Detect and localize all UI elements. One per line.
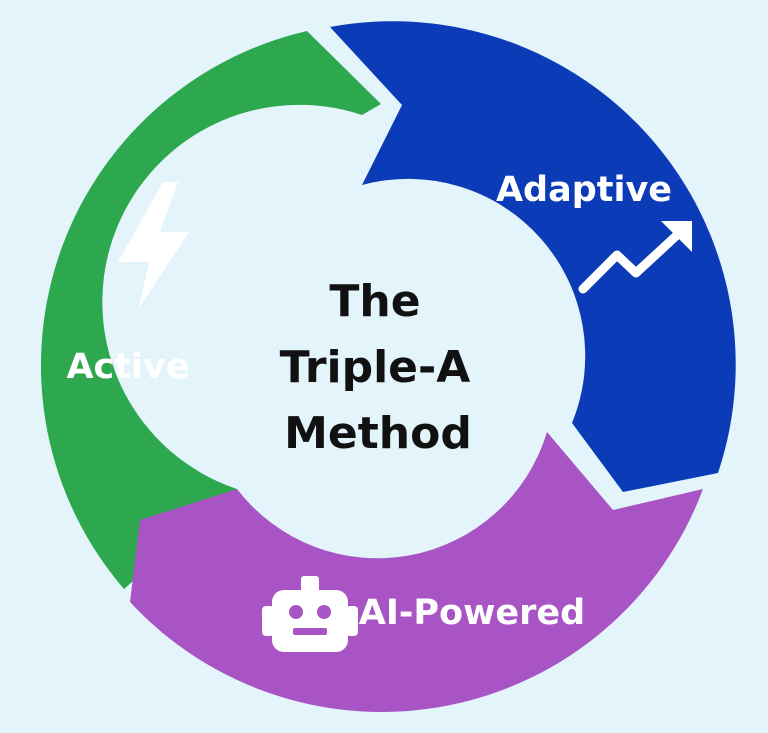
adaptive-label: Adaptive	[496, 170, 672, 210]
active-label: Active	[66, 347, 189, 387]
adaptive-segment	[330, 21, 736, 492]
center-title-line-2: Triple-A	[280, 342, 471, 393]
center-circle	[202, 195, 548, 541]
center-title-line-3: Method	[284, 408, 472, 459]
ai-powered-label: AI-Powered	[359, 593, 585, 633]
lightning-bolt-icon	[118, 182, 189, 308]
trending-up-arrow-icon	[578, 221, 692, 294]
active-segment	[40, 31, 382, 589]
robot-icon	[262, 576, 358, 652]
center-title-line-1: The	[329, 276, 420, 327]
